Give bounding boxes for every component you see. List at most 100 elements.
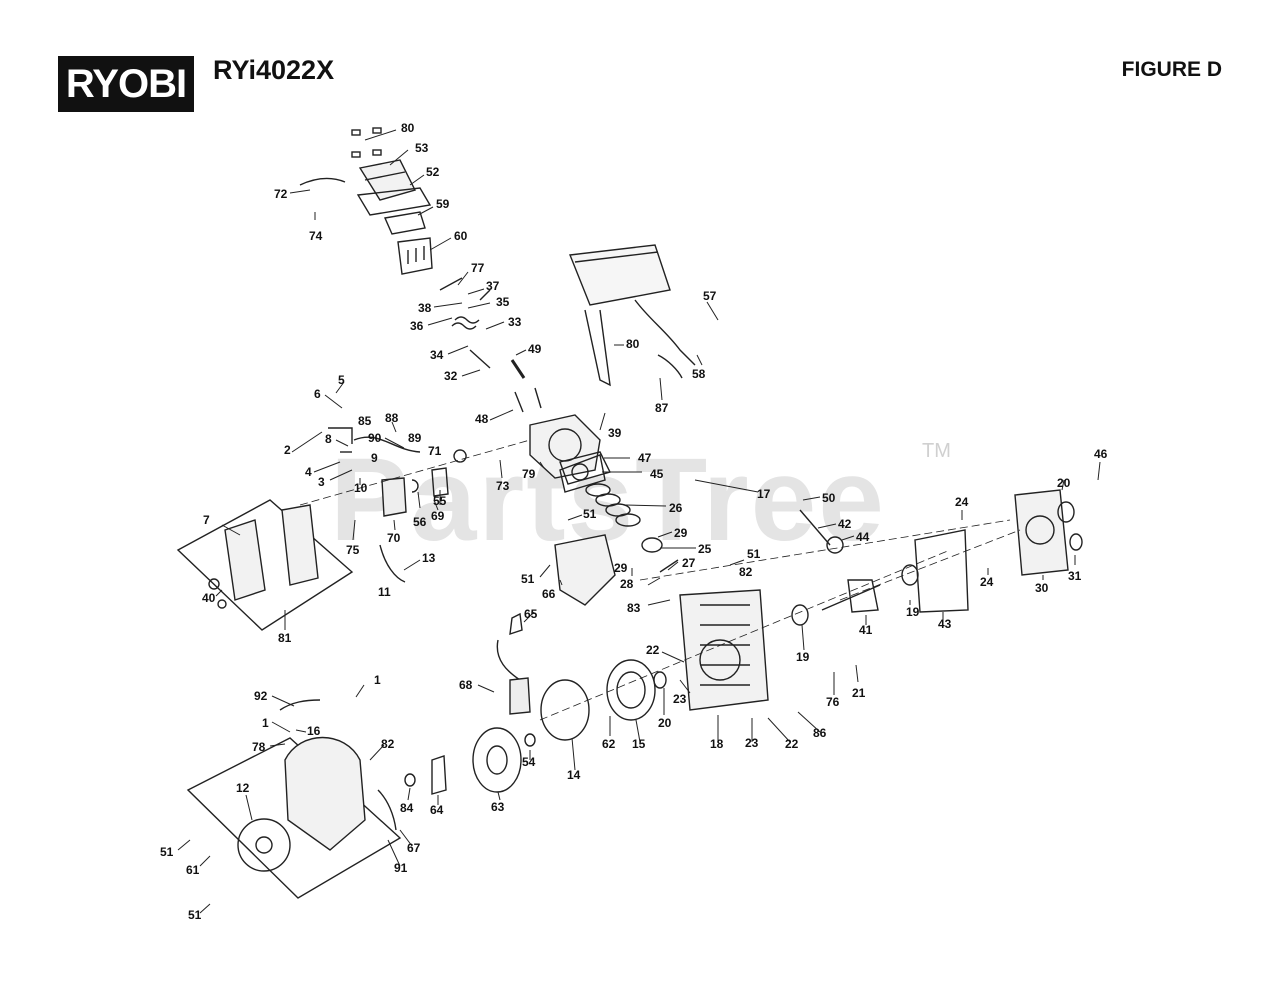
part-label: 23 <box>745 736 759 750</box>
part-label: 64 <box>430 803 444 817</box>
leader-lines <box>177 129 1101 914</box>
part-label: 14 <box>567 768 581 782</box>
part-label: 7 <box>203 513 210 527</box>
part-label: 82 <box>381 737 395 751</box>
part-label: 86 <box>813 726 827 740</box>
part-label: 17 <box>757 487 771 501</box>
part-label: 22 <box>646 643 660 657</box>
part-label: 53 <box>415 141 429 155</box>
part-label: 77 <box>471 261 485 275</box>
part-label: 50 <box>822 491 836 505</box>
figure-label: FIGURE D <box>1121 58 1222 81</box>
valve-train-drawing <box>439 277 542 413</box>
part-label: 80 <box>626 337 640 351</box>
part-label: 72 <box>274 187 288 201</box>
part-label: 39 <box>608 426 622 440</box>
part-label: 48 <box>475 412 489 426</box>
part-label: 51 <box>188 908 202 922</box>
part-label: 78 <box>252 740 266 754</box>
part-label: 89 <box>408 431 422 445</box>
stator-flywheel-drawing <box>472 659 667 793</box>
part-label: 27 <box>682 556 696 570</box>
part-label: 38 <box>418 301 432 315</box>
part-label: 54 <box>522 755 536 769</box>
part-label: 8 <box>325 432 332 446</box>
part-label: 21 <box>852 686 866 700</box>
part-label: 20 <box>1057 476 1071 490</box>
ryobi-logo: RYOBI <box>58 56 194 112</box>
part-label: 66 <box>542 587 556 601</box>
part-label: 51 <box>583 507 597 521</box>
part-label: 90 <box>368 431 382 445</box>
brand-text: RYOBI <box>65 61 187 106</box>
part-label: 30 <box>1035 581 1049 595</box>
part-label: 59 <box>436 197 450 211</box>
crankcase-cover-drawing <box>554 534 679 606</box>
part-label: 91 <box>394 861 408 875</box>
ignition-coil-drawing <box>496 612 531 715</box>
part-label: 92 <box>254 689 268 703</box>
part-label: 65 <box>524 607 538 621</box>
part-label: 85 <box>358 414 372 428</box>
part-label: 47 <box>638 451 652 465</box>
part-label: 51 <box>747 547 761 561</box>
part-label: 58 <box>692 367 706 381</box>
part-label: 83 <box>627 601 641 615</box>
recoil-starter-drawing <box>186 699 402 899</box>
part-label: 81 <box>278 631 292 645</box>
part-label: 2 <box>284 443 291 457</box>
part-labels: 80 53 5 2 72 74 59 60 77 3 7 38 35 36 33 3… <box>160 121 1108 922</box>
part-label: 29 <box>674 526 688 540</box>
part-label: 74 <box>309 229 323 243</box>
air-filter-drawing <box>176 499 354 631</box>
part-label: 44 <box>856 530 870 544</box>
muffler-drawing <box>569 244 696 387</box>
part-label: 40 <box>202 591 216 605</box>
part-label: 42 <box>838 517 852 531</box>
part-label: 82 <box>739 565 753 579</box>
part-label: 34 <box>430 348 444 362</box>
part-label: 62 <box>602 737 616 751</box>
part-label: 33 <box>508 315 522 329</box>
part-label: 60 <box>454 229 468 243</box>
part-label: 80 <box>401 121 415 135</box>
valve-cover-drawing <box>299 127 433 275</box>
part-label: 15 <box>632 737 646 751</box>
part-label: 18 <box>710 737 724 751</box>
part-label: 35 <box>496 295 510 309</box>
part-label: 43 <box>938 617 952 631</box>
part-label: 70 <box>387 531 401 545</box>
part-label: 19 <box>796 650 810 664</box>
part-label: 24 <box>955 495 969 509</box>
part-label: 68 <box>459 678 473 692</box>
part-label: 1 <box>374 673 381 687</box>
watermark-tm: TM <box>922 440 951 462</box>
side-cover-drawing <box>914 489 1083 613</box>
part-label: 26 <box>669 501 683 515</box>
part-label: 76 <box>826 695 840 709</box>
part-label: 75 <box>346 543 360 557</box>
part-label: 49 <box>528 342 542 356</box>
part-label: 4 <box>305 465 312 479</box>
part-label: 3 <box>318 475 325 489</box>
part-label: 13 <box>422 551 436 565</box>
part-label: 45 <box>650 467 664 481</box>
part-label: 6 <box>314 387 321 401</box>
part-label: 29 <box>614 561 628 575</box>
assembly-axes <box>299 439 1021 721</box>
model-title: RYi4022X <box>213 55 335 85</box>
part-label: 23 <box>673 692 687 706</box>
part-label: 20 <box>658 716 672 730</box>
part-label: 25 <box>698 542 712 556</box>
part-label: 63 <box>491 800 505 814</box>
part-label: 10 <box>354 481 368 495</box>
part-label: 32 <box>444 369 458 383</box>
part-label: 22 <box>785 737 799 751</box>
part-label: 46 <box>1094 447 1108 461</box>
part-label: 36 <box>410 319 424 333</box>
part-label: 87 <box>655 401 669 415</box>
part-label: 9 <box>371 451 378 465</box>
part-label: 16 <box>307 724 321 738</box>
part-label: 12 <box>236 781 250 795</box>
part-label: 5 <box>338 373 345 387</box>
